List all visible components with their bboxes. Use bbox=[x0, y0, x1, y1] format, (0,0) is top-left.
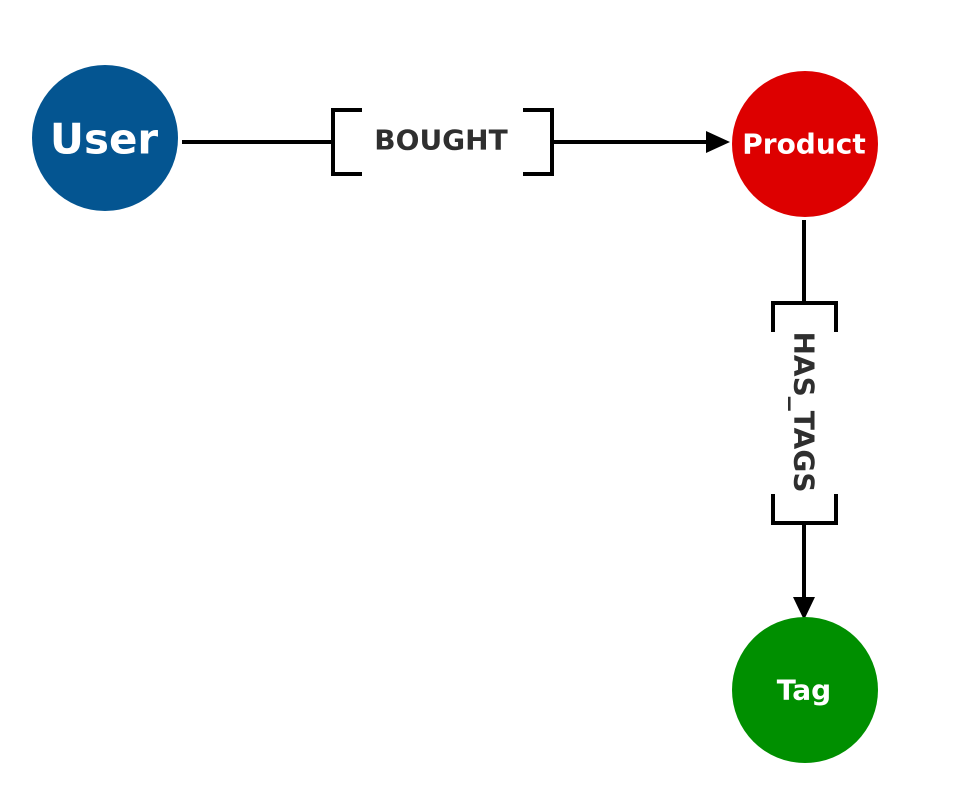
edge-has-tags-bracket-top bbox=[771, 301, 838, 332]
node-product-label: Product bbox=[742, 128, 866, 161]
node-tag-label: Tag bbox=[777, 674, 831, 707]
edge-bought: BOUGHT bbox=[182, 108, 730, 176]
edge-has-tags: HAS_TAGS bbox=[771, 220, 838, 620]
node-tag[interactable]: Tag bbox=[732, 617, 878, 763]
edge-bought-label: BOUGHT bbox=[374, 124, 507, 157]
edge-has-tags-bracket-bottom bbox=[771, 494, 838, 525]
edge-has-tags-label: HAS_TAGS bbox=[788, 331, 821, 492]
node-product-circle bbox=[732, 71, 878, 217]
node-user-label: User bbox=[50, 115, 159, 164]
edge-bought-bracket-right bbox=[523, 108, 554, 176]
edge-has-tags-arrowhead bbox=[793, 597, 815, 620]
node-product[interactable]: Product bbox=[732, 71, 878, 217]
edge-bought-bracket-left bbox=[331, 108, 362, 176]
node-tag-circle bbox=[732, 617, 878, 763]
node-user-circle bbox=[32, 65, 178, 211]
node-user[interactable]: User bbox=[32, 65, 178, 211]
edge-bought-arrowhead bbox=[706, 131, 730, 153]
